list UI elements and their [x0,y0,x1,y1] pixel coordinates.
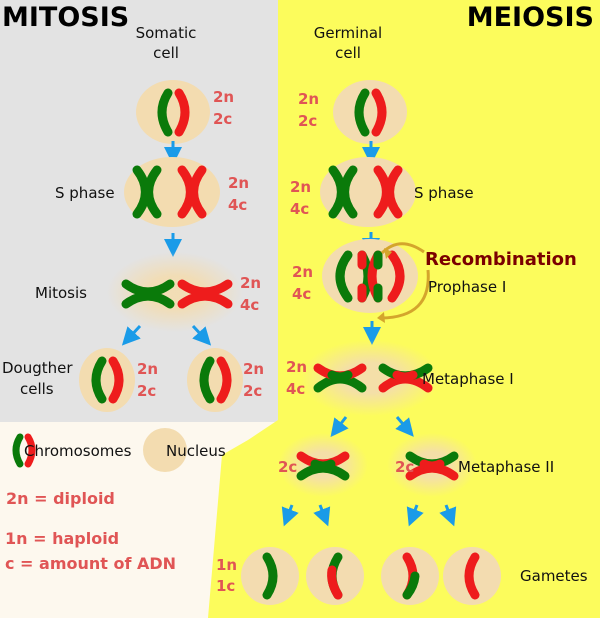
gamete-4 [443,547,501,605]
chromosome-red [177,279,233,309]
arrow-icon [281,504,299,527]
gametes-label: Gametes [520,567,588,585]
chromosome-segment [419,459,445,471]
s-phase-cell [124,157,220,227]
daughter-cells-label: Dougther [2,359,73,377]
arrow-icon [121,324,142,346]
gamete-1 [241,547,299,605]
chromosome-red [177,165,207,219]
legend-chromosome-icon [12,433,36,468]
recombination-label: Recombination [425,249,577,270]
ploidy-label: 2c [298,112,317,130]
legend-chromosomes-label: Chromosomes [24,442,132,460]
metaphase1-cell [300,340,440,416]
s-phase-label: S phase [55,184,115,202]
ploidy-label: 2c [243,382,262,400]
ploidy-label: 2n [243,360,264,378]
prophase-label: Prophase I [428,278,506,296]
chromosome-red [174,88,190,137]
ploidy-label: 2c [213,110,232,128]
gamete-3 [381,547,439,605]
legend-diploid: 2n = diploid [6,489,115,508]
somatic-cell-label: Somatic [136,24,197,42]
metaphase2-label: Metaphase II [458,458,554,476]
chromosome-segment [327,370,353,382]
legend-nucleus-label: Nucleus [166,442,226,460]
ploidy-label: 2n [292,263,313,281]
ploidy-label: 4c [290,200,309,218]
chromosome-green [199,356,215,404]
ploidy-label: 1n [216,556,237,574]
nucleus [300,340,440,416]
ploidy-label: 4c [286,380,305,398]
chromosome-red [108,356,124,404]
ploidy-label: 2n [290,178,311,196]
ploidy-label: 2n [228,174,249,192]
somatic-cell [136,80,210,144]
chromosome-green [121,279,175,309]
germinal-cell-label: cell [335,44,361,62]
mitosis-cell [107,252,243,332]
daughter-cell-right [187,348,243,412]
arrow-icon [191,324,212,346]
recombination-arrow-icon [379,269,430,320]
ploidy-label: 4c [292,285,311,303]
ploidy-label: 4c [240,296,259,314]
chromosome-green [91,356,107,404]
ploidy-label: 2c [395,458,414,476]
germinal-cell [333,80,407,144]
mitosis-label: Mitosis [35,284,87,302]
legend-amount: c = amount of ADN [5,554,176,573]
metaphase1-label: Metaphase I [422,370,514,388]
nucleus [333,80,407,144]
chromosome-red [371,88,387,137]
chromosome-green [132,165,162,219]
ploidy-label: 2c [137,382,156,400]
nucleus [79,348,135,412]
chromosome-green [335,250,353,303]
arrow-icon [313,504,331,527]
arrow-icon [330,416,349,438]
ploidy-label: 2n [213,88,234,106]
metaphase2-cell-right [387,433,477,497]
chromosome-green [328,165,358,219]
chromosome-red [216,356,232,404]
arrow-icon [395,416,414,437]
s-phase-label: S phase [414,184,474,202]
ploidy-label: 2n [298,90,319,108]
ploidy-label: 2n [240,274,261,292]
gamete-2 [306,547,364,605]
nucleus [136,80,210,144]
meiosis-s-phase-cell [320,157,416,227]
daughter-cell-left [79,348,135,412]
ploidy-label: 2n [286,358,307,376]
nucleus [107,252,243,332]
daughter-cells-label: cells [20,380,54,398]
chromosome-green [354,88,370,137]
meiosis-title: MEIOSIS [467,2,594,33]
ploidy-label: 1c [216,577,235,595]
ploidy-label: 2n [137,360,158,378]
chromosome-red [387,250,405,303]
prophase-cell [322,239,418,313]
nucleus [187,348,243,412]
chromosome-red [373,165,403,219]
metaphase2-cell-left [278,433,368,497]
arrow-icon [406,504,424,527]
chromosome-green [157,88,173,137]
ploidy-label: 4c [228,196,247,214]
legend-nucleus-icon [143,428,187,472]
ploidy-label: 2c [278,458,297,476]
somatic-cell-label: cell [153,44,179,62]
chromosome-segment [310,459,336,471]
chromosome-segment [392,370,418,382]
mitosis-title: MITOSIS [2,2,129,33]
germinal-cell-label: Germinal [314,24,382,42]
arrow-icon [439,504,457,527]
legend-haploid: 1n = haploid [5,529,119,548]
